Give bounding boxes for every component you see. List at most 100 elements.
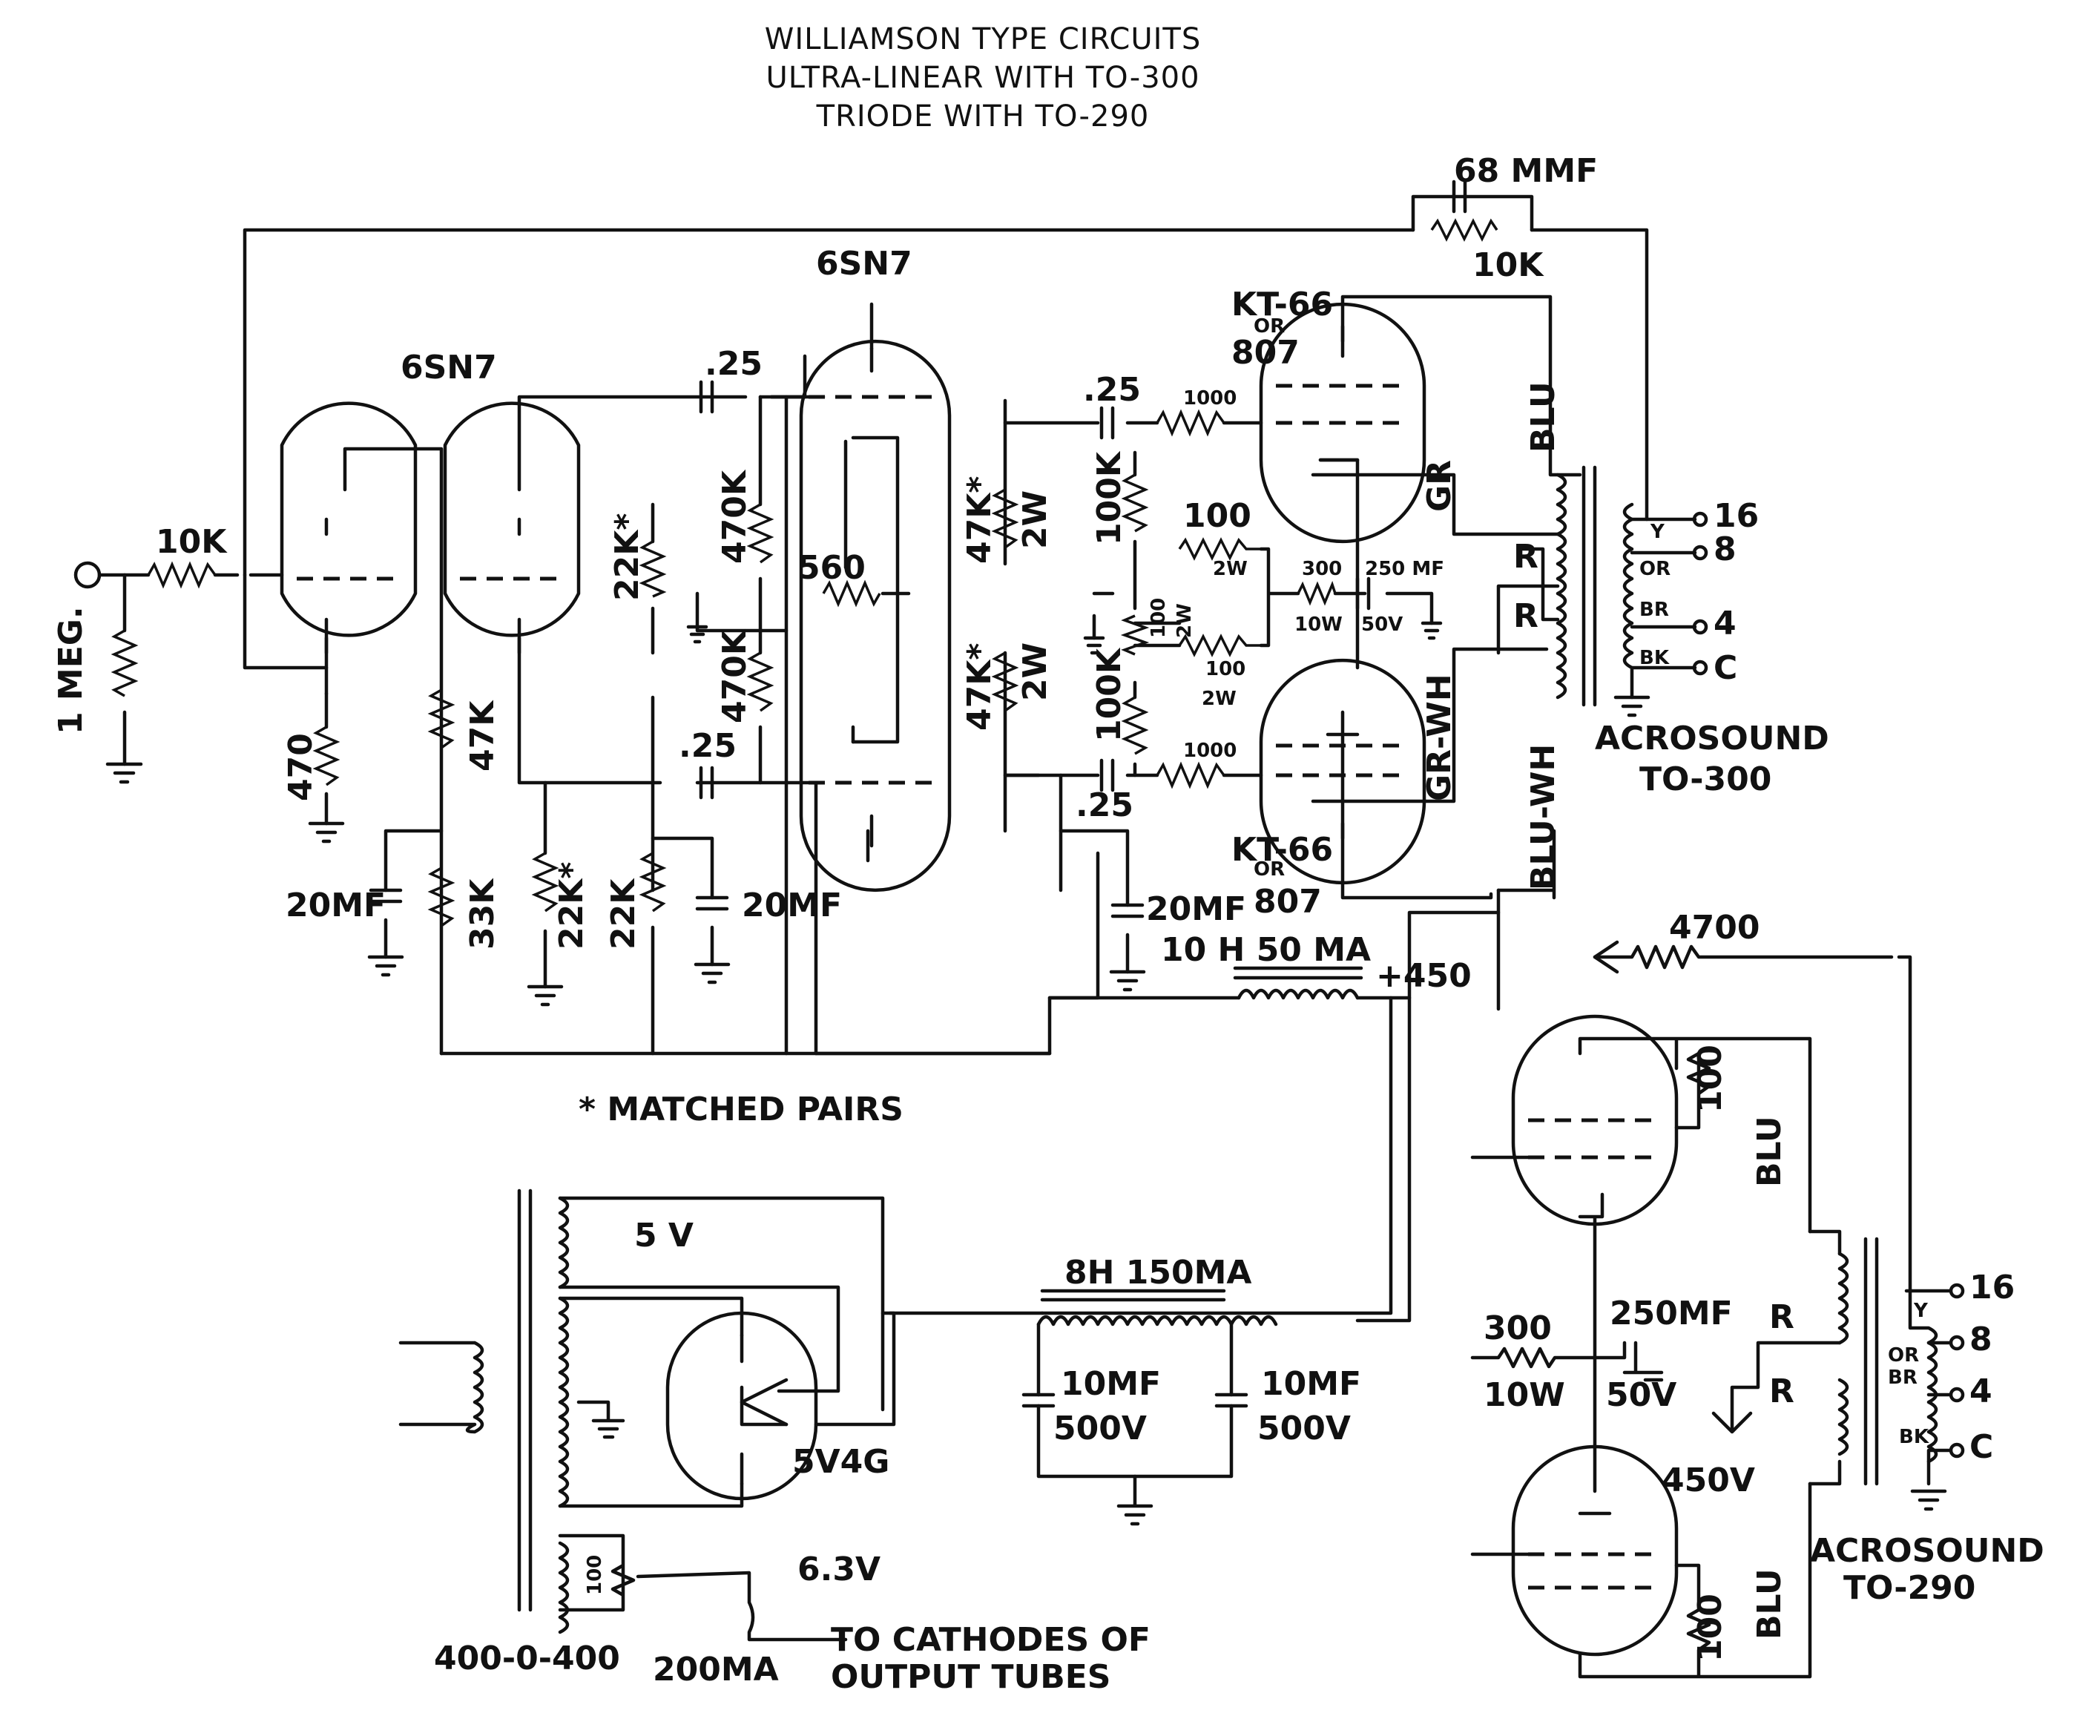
label-c25-a: .25: [705, 345, 763, 383]
labels-to300: BLU GR GR-WH BLU-WH R R Y OR BR BK 16 8 …: [1421, 381, 1829, 890]
label-bk-triode: BK: [1899, 1426, 1929, 1448]
power-supply: [398, 996, 1393, 1642]
label-10w-triode: 10W: [1484, 1376, 1565, 1414]
label-300w: 10W: [1294, 614, 1343, 636]
label-33k: 33K: [464, 878, 501, 950]
to290-terminal-c: [1949, 1442, 1965, 1459]
label-10mf-b: 10MF: [1261, 1365, 1361, 1403]
to300-secondary: [1622, 502, 1634, 670]
label-c25-c: .25: [1083, 371, 1141, 409]
cap-20mf-c: [1110, 903, 1145, 918]
label-gr: GR: [1421, 460, 1458, 512]
label-100-bot: 100: [1691, 1594, 1729, 1662]
label-t16-triode: 16: [1969, 1269, 2015, 1306]
res-100-b: [1178, 634, 1261, 657]
input-jack: [73, 561, 102, 589]
to290-terminal-4: [1949, 1387, 1965, 1403]
ground-filter: [1116, 1474, 1153, 1526]
label-250mf-v: 50V: [1361, 614, 1403, 636]
title-line-2: ULTRA-LINEAR WITH TO-300: [766, 61, 1199, 95]
label-470k-b: 470K: [716, 628, 754, 723]
label-1meg: 1 MEG.: [52, 606, 90, 734]
label-63v: 6.3V: [797, 1551, 881, 1588]
labels-main: 6SN7 6SN7 KT-66 OR 807 KT-66 OR 807 5V4G…: [52, 152, 1598, 1481]
label-note-1: TO CATHODES OF: [831, 1621, 1151, 1659]
ground-560: [686, 625, 708, 644]
label-47k-star-b: 47K*: [961, 643, 998, 731]
label-400-0-400: 400-0-400: [434, 1640, 620, 1677]
res-10k-feedback: [1430, 218, 1498, 242]
to300-primary: [1556, 473, 1567, 700]
to290-terminal-8: [1949, 1335, 1965, 1351]
label-r-triode-b: R: [1769, 1372, 1794, 1410]
label-y-triode: Y: [1913, 1300, 1929, 1322]
cap-25-c: [1099, 406, 1115, 440]
ground-to300: [1613, 695, 1650, 717]
label-470k-a: 470K: [716, 469, 754, 564]
label-t8: 8: [1714, 530, 1737, 568]
label-to290: TO-290: [1843, 1569, 1975, 1607]
label-pot-100: 100: [1148, 598, 1170, 638]
label-68mmf: 68 MMF: [1454, 152, 1598, 190]
ground-cathode: [1421, 621, 1443, 640]
to290-secondary: [1908, 1289, 1938, 1464]
res-1meg: [111, 629, 139, 697]
resistors-main: [111, 218, 1498, 927]
res-33k: [427, 867, 455, 927]
label-2w-c: 2W: [1213, 558, 1248, 580]
label-blu: BLU: [1524, 381, 1562, 453]
label-br: BR: [1639, 599, 1669, 621]
label-rectifier: 5V4G: [792, 1443, 889, 1481]
label-acrosound-290: ACROSOUND: [1810, 1532, 2044, 1570]
to290-primary: [1837, 1252, 1849, 1456]
transformer-to300: [1556, 465, 1708, 717]
res-300: [1297, 581, 1337, 606]
label-4700: 4700: [1669, 909, 1760, 947]
res-22k: [639, 852, 667, 913]
label-100k-b: 100K: [1090, 647, 1128, 742]
cap-25-b: [699, 766, 714, 800]
res-22k-star-b: [531, 852, 559, 913]
label-2w-b: 2W: [1016, 642, 1054, 701]
ground-bias: [1083, 636, 1105, 655]
label-or-triode: OR: [1888, 1344, 1919, 1367]
tube-output-bottom: [1259, 658, 1426, 885]
tube-triode-top: [1511, 1014, 1679, 1226]
res-470: [312, 726, 340, 786]
res-100-a: [1178, 537, 1261, 561]
label-100-b: 100: [1205, 658, 1245, 680]
label-10k-feedback: 10K: [1472, 246, 1544, 284]
choke-8h: [1036, 1315, 1278, 1326]
tube-triode-bottom: [1511, 1444, 1679, 1657]
res-4700: [1593, 944, 1912, 1293]
label-choke-10h: 10 H 50 MA: [1161, 931, 1371, 969]
label-c25-b: .25: [679, 727, 737, 765]
cap-20mf-b: [695, 895, 729, 911]
label-blu-bot: BLU: [1751, 1568, 1788, 1640]
to300-terminal-8: [1692, 545, 1708, 561]
label-acrosound-300: ACROSOUND: [1595, 720, 1829, 757]
label-10mf-a: 10MF: [1061, 1365, 1161, 1403]
res-1000-a: [1156, 409, 1225, 437]
label-500v-b: 500V: [1257, 1410, 1351, 1447]
label-tc: C: [1714, 649, 1737, 687]
label-22k-star-a: 22K*: [608, 513, 646, 601]
to300-terminal-4: [1692, 619, 1708, 635]
choke-10h: [1233, 966, 1363, 1000]
title-block: WILLIAMSON TYPE CIRCUITS ULTRA-LINEAR WI…: [765, 22, 1200, 134]
label-alt-top: 807: [1231, 334, 1300, 372]
res-470k-b: [746, 651, 774, 712]
tube-v1b: [443, 401, 581, 637]
label-10k-input: 10K: [156, 523, 228, 561]
label-br-triode: BR: [1888, 1367, 1918, 1389]
label-5v: 5 V: [634, 1217, 694, 1255]
tube-v2: [799, 339, 952, 892]
to300-terminal-16: [1692, 511, 1708, 527]
res-22k-star-a: [639, 540, 667, 598]
label-r-a: R: [1513, 538, 1538, 576]
res-47k: [427, 688, 455, 749]
cap-20mf-a: [369, 888, 403, 904]
tubes-main: [280, 302, 1426, 892]
label-v1: 6SN7: [401, 349, 497, 387]
